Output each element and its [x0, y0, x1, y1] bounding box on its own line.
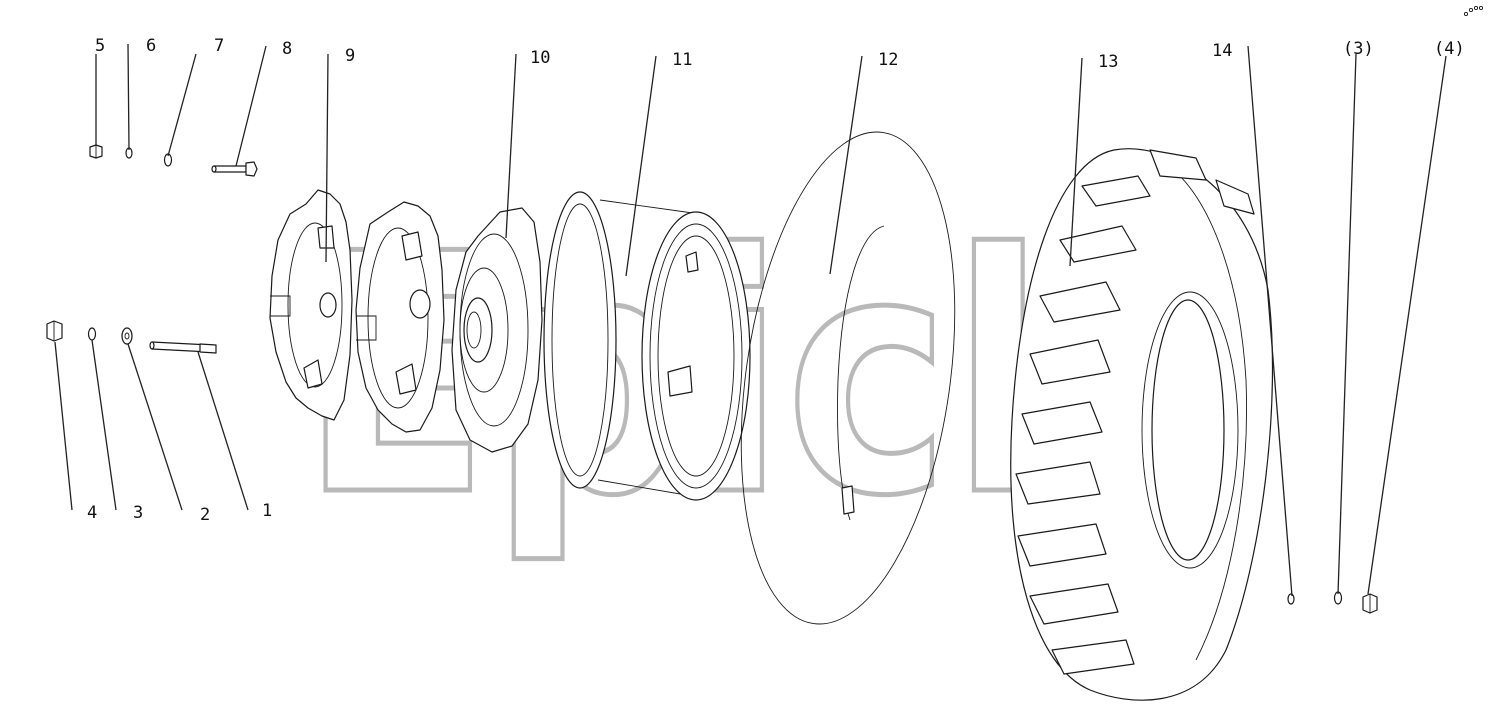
callout-5: 5	[95, 36, 105, 56]
callout-4-bracket: (4)	[1434, 39, 1465, 59]
leader-12	[829, 55, 863, 275]
leader-1	[197, 351, 249, 511]
leader-3	[91, 339, 117, 511]
part-4-nut-right	[1362, 593, 1378, 614]
part-3-lock-washer	[87, 327, 97, 341]
leader-3b	[1337, 53, 1357, 595]
callout-14: 14	[1212, 41, 1232, 61]
part-11-rim	[543, 191, 751, 501]
leader-8	[235, 45, 267, 167]
callout-2: 2	[200, 505, 210, 525]
leader-14	[1247, 45, 1293, 597]
part-9-wheel-weight-rear	[355, 201, 445, 433]
callout-9: 9	[345, 46, 355, 66]
callout-labels: 5 6 7 8 9 10 11 12 13 14 (3) (4) 4 3 2 1	[87, 36, 1465, 525]
part-1-stud	[149, 341, 217, 354]
leader-7	[167, 53, 197, 157]
callout-8: 8	[282, 39, 292, 59]
leader-6	[127, 43, 130, 151]
part-12-inner-tube	[740, 131, 956, 625]
part-4-nut	[46, 320, 63, 342]
leader-11	[625, 55, 657, 277]
callout-1: 1	[262, 501, 272, 521]
part-2-flat-washer	[121, 327, 133, 345]
leader-4b	[1367, 55, 1447, 595]
leader-2	[127, 343, 183, 511]
leader-4	[54, 341, 73, 511]
callout-3: 3	[133, 503, 143, 523]
leader-9	[325, 53, 329, 263]
corner-mark	[1463, 5, 1484, 17]
callout-13: 13	[1098, 52, 1118, 72]
callout-4: 4	[87, 503, 97, 523]
callout-3-bracket: (3)	[1343, 39, 1374, 59]
part-9-wheel-weight-front	[269, 189, 353, 421]
part-14-valve-cap	[1287, 593, 1295, 605]
leader-lines	[54, 43, 1447, 597]
callout-12: 12	[878, 50, 898, 70]
part-8-bolt	[211, 161, 258, 177]
part-5-nut	[89, 144, 103, 159]
part-13-tire	[1010, 148, 1274, 701]
leader-10	[505, 53, 517, 239]
part-10-disc	[451, 207, 543, 453]
leader-13	[1069, 57, 1083, 267]
callout-6: 6	[146, 36, 156, 56]
callout-7: 7	[214, 36, 224, 56]
callout-11: 11	[672, 50, 692, 70]
callout-10: 10	[530, 48, 550, 68]
